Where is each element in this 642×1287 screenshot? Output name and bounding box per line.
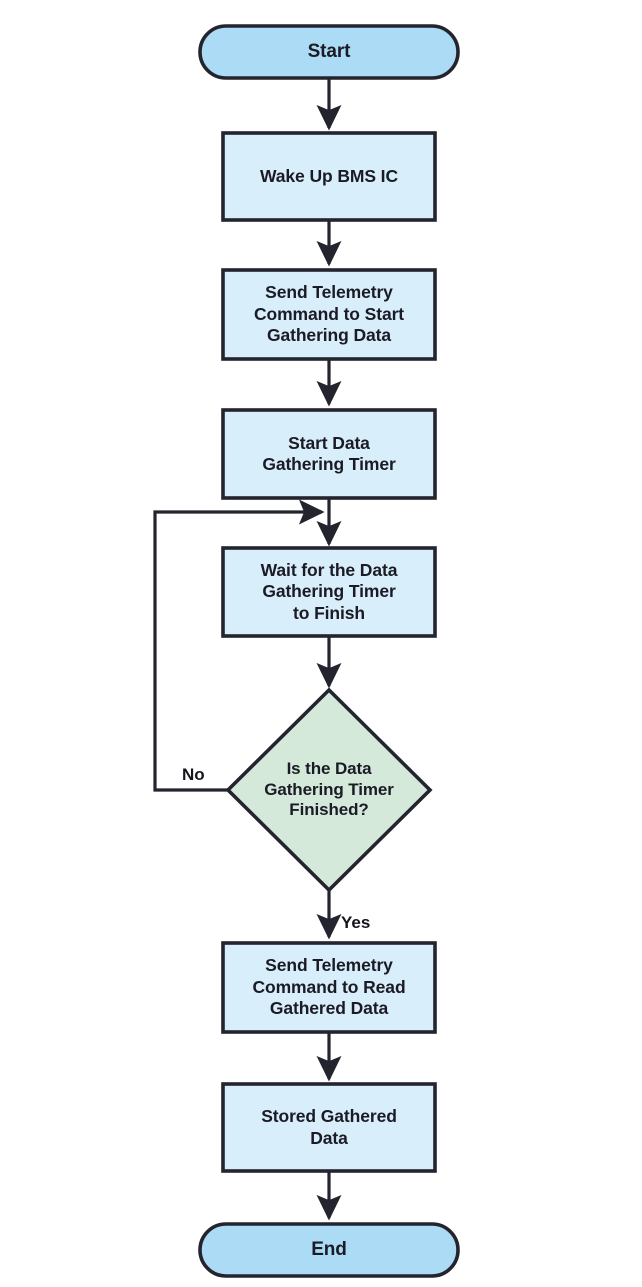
- node-send-telemetry-command-read[interactable]: [221, 941, 437, 1034]
- connector-group: [153, 78, 342, 1221]
- edge-label-yes: Yes: [341, 913, 371, 932]
- node-is-timer-finished[interactable]: [225, 687, 433, 893]
- node-start-data-gathering-timer[interactable]: [221, 408, 437, 500]
- edge-label-no: No: [182, 765, 205, 784]
- node-wait-for-timer[interactable]: [221, 546, 437, 638]
- node-end[interactable]: [198, 1222, 460, 1278]
- connector-decision-no-loopback: [153, 499, 325, 792]
- node-start[interactable]: [198, 24, 460, 80]
- node-stored-gathered-data[interactable]: [221, 1082, 437, 1173]
- node-wake-up-bms-ic[interactable]: [221, 131, 437, 222]
- node-send-telemetry-command-start[interactable]: [221, 268, 437, 361]
